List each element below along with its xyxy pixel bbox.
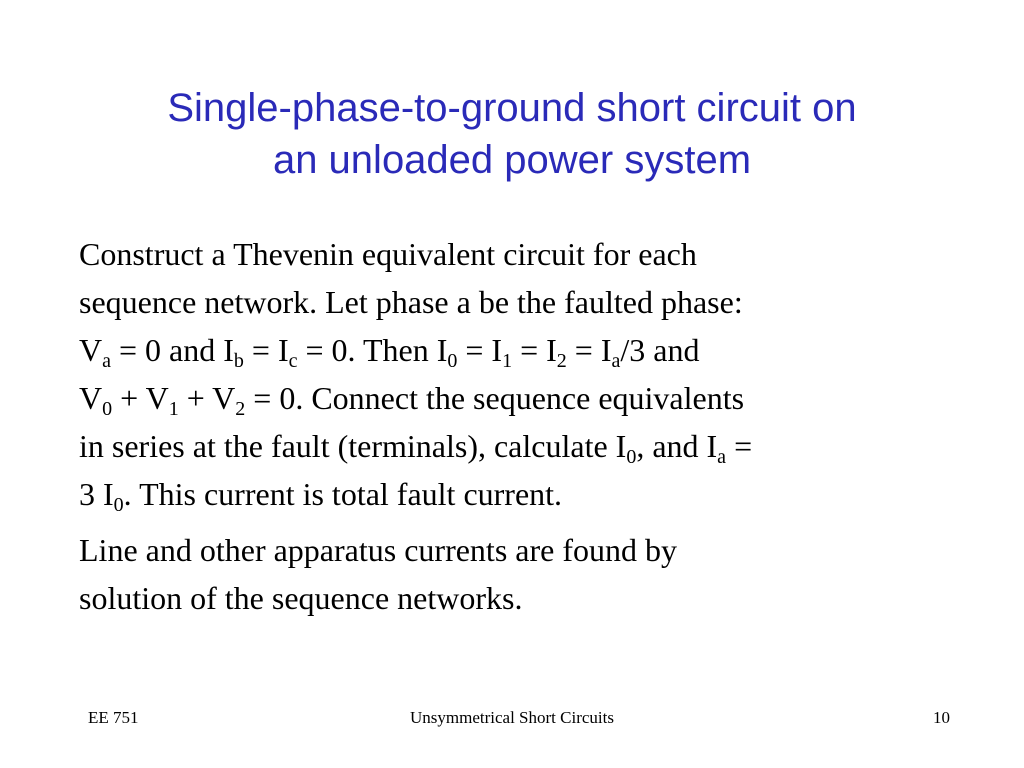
subscript: a xyxy=(611,350,621,372)
text-segment: = I xyxy=(457,332,503,368)
subscript: 0 xyxy=(113,494,124,516)
text-segment: /3 and xyxy=(620,332,700,368)
text-segment: = 0. Connect the sequence equivalents xyxy=(245,380,745,416)
paragraph-1-line-1: Construct a Thevenin equivalent circuit … xyxy=(79,236,697,272)
text-segment: = I xyxy=(243,332,289,368)
slide-title: Single-phase-to-ground short circuit on … xyxy=(60,82,964,186)
text-segment: = xyxy=(726,428,753,464)
body-paragraph-1: Construct a Thevenin equivalent circuit … xyxy=(79,230,959,518)
footer-topic: Unsymmetrical Short Circuits xyxy=(410,708,614,727)
paragraph-1-line-3-fault-conditions: Va = 0 and Ib = Ic = 0. Then I0 = I1 = I… xyxy=(79,326,959,374)
paragraph-1-line-4-voltage-sum: V0 + V1 + V2 = 0. Connect the sequence e… xyxy=(79,374,959,422)
footer-page-number: 10 xyxy=(933,708,950,727)
paragraph-1-line-5: in series at the fault (terminals), calc… xyxy=(79,422,959,470)
subscript: 2 xyxy=(235,398,246,420)
subscript: 0 xyxy=(447,350,458,372)
slide-body: Construct a Thevenin equivalent circuit … xyxy=(79,230,959,622)
text-segment: + V xyxy=(112,380,169,416)
text-segment: in series at the fault (terminals), calc… xyxy=(79,428,627,464)
subscript: 1 xyxy=(502,350,513,372)
subscript: b xyxy=(233,350,244,372)
text-segment: 3 I xyxy=(79,476,114,512)
text-segment: , and I xyxy=(636,428,718,464)
subscript: a xyxy=(717,446,727,468)
subscript: a xyxy=(102,350,111,372)
subscript: 2 xyxy=(556,350,567,372)
text-segment: = 0. Then I xyxy=(297,332,448,368)
text-segment: = I xyxy=(566,332,612,368)
text-segment: V xyxy=(79,380,103,416)
paragraph-2-line-2: solution of the sequence networks. xyxy=(79,580,523,616)
subscript: 0 xyxy=(102,398,113,420)
title-line-2: an unloaded power system xyxy=(272,138,752,182)
paragraph-1-line-2: sequence network. Let phase a be the fau… xyxy=(79,284,743,320)
text-segment: V xyxy=(79,332,103,368)
paragraph-1-line-6: 3 I0. This current is total fault curren… xyxy=(79,470,959,518)
subscript: 0 xyxy=(626,446,637,468)
subscript: 1 xyxy=(168,398,179,420)
footer-course: EE 751 xyxy=(88,708,139,727)
body-paragraph-2: Line and other apparatus currents are fo… xyxy=(79,526,959,622)
text-segment: = 0 and I xyxy=(111,332,234,368)
paragraph-2-line-1: Line and other apparatus currents are fo… xyxy=(79,532,677,568)
text-segment: . This current is total fault current. xyxy=(123,476,563,512)
subscript: c xyxy=(288,350,298,372)
title-line-1: Single-phase-to-ground short circuit on xyxy=(167,86,857,130)
text-segment: + V xyxy=(178,380,236,416)
text-segment: = I xyxy=(512,332,557,368)
